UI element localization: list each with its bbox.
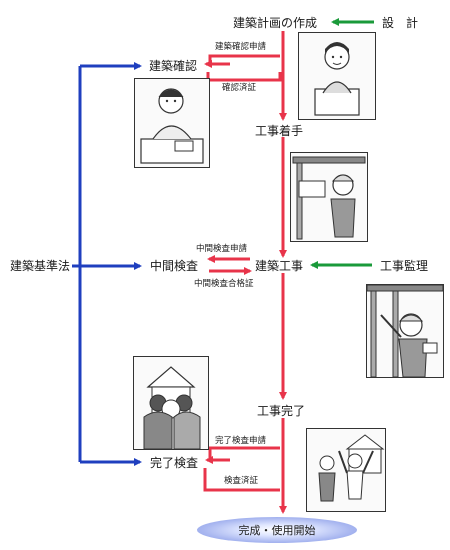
family-illustration	[306, 428, 386, 512]
confirm-cert-arrow	[206, 72, 282, 82]
inspection-illustration	[133, 356, 209, 450]
confirm-node: 建築確認	[149, 59, 198, 73]
start-node: 工事着手	[255, 124, 304, 138]
construction-node: 建築工事	[255, 259, 304, 273]
final-cert-label: 検査済証	[224, 476, 259, 486]
final-apply-label: 完了検査申請	[215, 436, 267, 446]
supervisor-illustration	[366, 284, 444, 378]
law-node: 建築基準法	[10, 259, 71, 273]
final-oval: 完成・使用開始	[197, 517, 357, 543]
complete-node: 工事完了	[257, 404, 306, 418]
mid-pass-label: 中間検査合格証	[194, 279, 254, 289]
midcheck-node: 中間検査	[150, 259, 199, 273]
confirm-cert-label: 確認済証	[222, 83, 257, 93]
final-apply-arrow	[208, 446, 280, 460]
finalcheck-node: 完了検査	[150, 456, 199, 470]
supervision-node: 工事監理	[380, 259, 429, 273]
official-illustration	[134, 78, 210, 168]
worker-illustration	[290, 152, 368, 242]
confirm-apply-label: 建築確認申請	[215, 42, 267, 52]
plan-node: 建築計画の作成	[233, 16, 318, 30]
final-node: 完成・使用開始	[238, 524, 316, 537]
final-cert-arrow	[203, 468, 280, 492]
designer-illustration	[298, 32, 376, 120]
design-node: 設 計	[382, 16, 419, 30]
mid-apply-label: 中間検査申請	[196, 244, 248, 254]
